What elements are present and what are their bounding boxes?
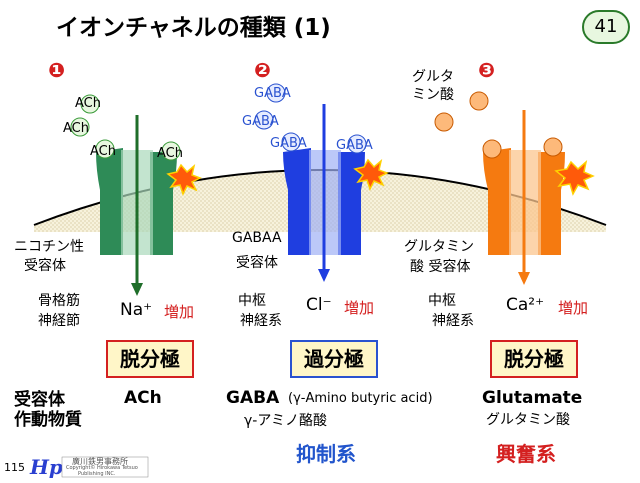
transmitter-2-note: (γ-Amino butyric acid) [288, 391, 433, 406]
receptor-3-name-line2: 酸 受容体 [410, 259, 471, 275]
channel-3-marker: ❸ [478, 58, 495, 82]
ion-1-change: 増加 [164, 303, 195, 321]
receptor-2-name-line2: 受容体 [236, 255, 278, 271]
glutamate-ligand-2 [434, 112, 454, 132]
receptor-2-name-line1: GABAA [232, 230, 282, 246]
ach-ligand-4 [161, 141, 181, 161]
channel-3-left-subunit [483, 148, 511, 255]
gaba-label-1: GABA [254, 86, 291, 101]
channel-3-right-subunit [538, 152, 565, 255]
publisher-name: 廣川鉄男事務所 [72, 457, 128, 466]
receptor-3-name-line1: グルタミン [404, 239, 474, 255]
glutamate-ligand-4 [543, 137, 563, 157]
site-2-line1: 中枢 [238, 293, 266, 309]
page-number: 115 [4, 461, 25, 474]
gaba-ligand-2 [254, 110, 274, 130]
channel-1-arrowhead [131, 283, 143, 296]
effect-2-hyperpolarization: 過分極 [290, 340, 378, 378]
transmitter-1: ACh [124, 388, 162, 408]
receptor-1-name-line2: 受容体 [24, 258, 66, 274]
transmitter-2-japanese: γ-アミノ酪酸 [244, 413, 328, 429]
ach-label-2: ACh [63, 121, 89, 136]
row-label-line1: 受容体 [14, 390, 65, 410]
gaba-label-3: GABA [270, 136, 307, 151]
page-title: イオンチャネルの種類 (1) [56, 15, 331, 41]
ach-ligand-1 [80, 94, 100, 114]
ion-2: Cl⁻ [306, 295, 332, 315]
transmitter-3: Glutamate [482, 388, 583, 408]
excitatory-system-label: 興奮系 [496, 442, 556, 466]
ion-3-change: 増加 [558, 299, 589, 317]
hp-logo-icon: Hp [29, 455, 149, 479]
receptor-1-name-line1: ニコチン性 [14, 239, 84, 255]
activation-burst-icon-3 [554, 159, 595, 196]
ach-label-1: ACh [75, 96, 101, 111]
channel-2-gabaa [254, 83, 389, 282]
ion-1: Na⁺ [120, 300, 153, 320]
activation-burst-icon-2 [353, 158, 389, 191]
transmitter-3-japanese: グルタミン酸 [486, 412, 570, 428]
channel-3-arrowhead [518, 272, 530, 285]
glutamate-ligand-3 [482, 139, 502, 159]
site-3-line2: 神経系 [432, 313, 474, 329]
channel-3-glutamate [434, 91, 595, 285]
site-2-line2: 神経系 [240, 313, 282, 329]
channel-1-marker: ❶ [48, 58, 65, 82]
channel-2-arrowhead [318, 269, 330, 282]
ach-label-3: ACh [90, 144, 116, 159]
glutamate-ligand-1 [469, 91, 489, 111]
gaba-ligand-3 [281, 132, 301, 152]
publisher-copyright: Copyright© Hirokawa Tetsuo [66, 465, 138, 471]
glutamate-ligand-label-line2: ミン酸 [412, 87, 454, 103]
activation-burst-icon-1 [166, 163, 202, 196]
ion-3: Ca²⁺ [506, 295, 545, 315]
channel-1-right-subunit [150, 152, 177, 255]
gaba-ligand-1 [266, 83, 286, 103]
effect-3-depolarization: 脱分極 [490, 340, 578, 378]
ach-ligand-2 [70, 117, 90, 137]
gaba-label-2: GABA [242, 114, 279, 129]
row-label-line2: 作動物質 [14, 410, 82, 430]
site-1-line1: 骨格筋 [38, 293, 80, 309]
site-1-line2: 神経節 [38, 313, 80, 329]
publisher-company: Publishing INC. [78, 471, 116, 477]
gaba-label-4: GABA [336, 138, 373, 153]
ach-label-4: ACh [157, 146, 183, 161]
slide-number-badge: 41 [582, 10, 630, 44]
channel-2-right-subunit [338, 152, 365, 255]
inhibitory-system-label: 抑制系 [296, 442, 356, 466]
channel-1-nicotinic [70, 94, 202, 296]
effect-1-depolarization: 脱分極 [106, 340, 194, 378]
publisher-logo: Hp 廣川鉄男事務所 Copyright© Hirokawa Tetsuo Pu… [28, 455, 150, 479]
channel-1-left-subunit [96, 148, 123, 255]
glutamate-ligand-label-line1: グルタ [412, 69, 454, 85]
transmitter-2: GABA [226, 388, 280, 408]
gaba-ligand-4 [347, 134, 367, 154]
channel-2-marker: ❷ [254, 58, 271, 82]
channel-2-left-subunit [283, 148, 311, 255]
site-3-line1: 中枢 [428, 293, 456, 309]
ach-ligand-3 [95, 139, 115, 159]
svg-text:Hp: Hp [29, 455, 63, 479]
ion-2-change: 増加 [344, 299, 375, 317]
